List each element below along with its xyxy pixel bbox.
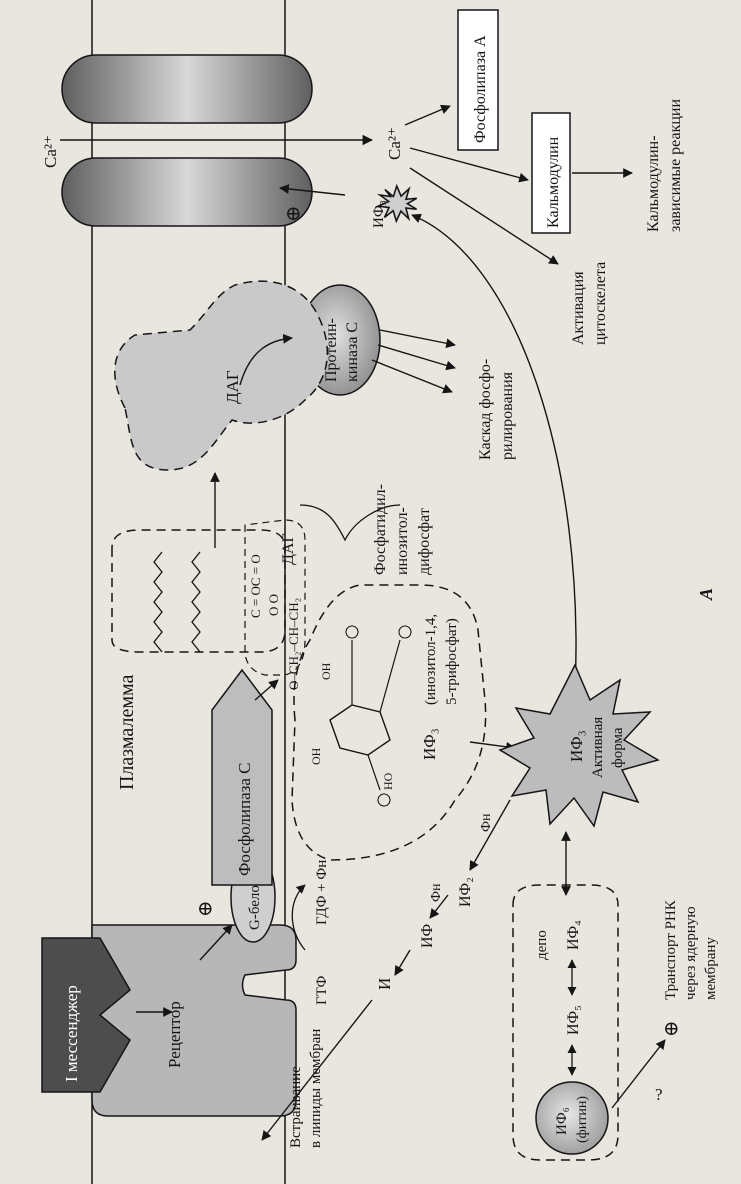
plus-sign-g: ⊕ <box>197 898 214 920</box>
protein-kinase-c-line2: киназа С <box>344 322 361 382</box>
ip3-molecule-name-line1: (инозитол-1,4, <box>423 614 439 705</box>
phosphate-ho: HO <box>381 772 395 790</box>
active-form-line2: форма <box>610 727 626 768</box>
g-protein-label: G-белок <box>247 877 263 930</box>
kinase-arrow-3 <box>371 359 453 394</box>
phosphate-group-2 <box>398 625 412 639</box>
protein-kinase-c-line1: Протеин- <box>323 318 340 382</box>
dag-blob <box>114 280 328 471</box>
calcium-label-in: Ca²⁺ <box>41 135 60 168</box>
cytoskeleton-line2: цитоскелета <box>592 262 609 345</box>
ip3-star-small <box>375 183 418 224</box>
lipids-line1: Встраивание <box>288 1066 304 1148</box>
dag-side-label: ДАГ <box>280 533 297 565</box>
phosphate-link-2 <box>379 639 401 713</box>
lipids-line2: в липиды мембран <box>308 1029 324 1148</box>
cascade-line1: Каскад фосфо- <box>477 359 494 460</box>
plus-sign-channel: ⊕ <box>285 203 302 225</box>
pi-label-2: Фн <box>429 883 444 902</box>
phytin-to-rna-arrow <box>611 1039 666 1109</box>
calcium-channel-lower <box>61 157 313 227</box>
glycerol-line2: O O <box>266 594 281 616</box>
inositol-label: И <box>375 978 394 990</box>
ip3-active-label: ИФ₃ <box>567 730 586 762</box>
phosphate-link-3 <box>367 754 381 791</box>
ip4-label: ИФ₄ <box>565 920 582 950</box>
cascade-line2: рилирования <box>499 371 516 460</box>
ip3-to-channel-arrow <box>279 184 346 196</box>
ip6-phytin-bubble <box>535 1081 609 1155</box>
ca-to-cytoskeleton-arrow <box>409 167 559 265</box>
dag-to-kinase-curve <box>239 333 293 386</box>
receptor-to-g-arrow <box>199 924 233 961</box>
gtp-label: ГТФ <box>314 975 330 1005</box>
phospholipase-a-box <box>457 9 499 151</box>
depot-label: депо <box>534 930 550 960</box>
phosphate-oh-2: OH <box>309 747 323 765</box>
active-to-ip2-arrow <box>469 799 511 871</box>
gdp-pi-label: ГДФ + Фн <box>314 860 330 925</box>
receptor-label: Рецептор <box>165 1001 184 1068</box>
fatty-acid-chain-1 <box>153 551 163 653</box>
phosphate-oh-1: OH <box>319 662 333 680</box>
calmodulin-reactions-line2: зависимые реакции <box>667 99 684 232</box>
ip2-to-ip1-arrow <box>429 894 449 919</box>
phospholipase-c-shape <box>211 668 273 886</box>
rna-transport-line1: Транспорт РНК <box>663 899 679 1000</box>
messenger-label: I мессенджер <box>62 985 81 1082</box>
pip2-line3: дифосфат <box>416 508 433 575</box>
phytin-label: (фитин) <box>575 1096 590 1143</box>
active-form-line1: Активная <box>590 717 606 778</box>
pip2-line2: инозитол- <box>394 507 411 575</box>
ip2-label: ИФ₂ <box>457 877 474 907</box>
calmodulin-label: Кальмодулин <box>545 136 562 228</box>
ip1-label: ИФ <box>419 924 436 948</box>
pi-label-1: Фн <box>479 813 494 832</box>
question-mark: ? <box>655 1085 663 1104</box>
pip2-line1: Фосфатидил- <box>372 484 389 575</box>
plus-sign-rna: ⊕ <box>663 1018 680 1040</box>
dag-top-label: ДАГ <box>223 370 242 404</box>
glycerol-line3: O–CH₂–CH–CH₂ <box>286 598 301 690</box>
ip3-molecule-label: ИФ₃ <box>420 728 439 760</box>
pip2-outline <box>111 529 286 653</box>
dag-side-outline <box>244 519 306 676</box>
calcium-label-out: Ca²⁺ <box>385 127 404 160</box>
ip3-molecule-outline <box>291 584 487 861</box>
phospholipase-c-cleave-arrow <box>254 679 279 701</box>
gtp-exchange-curve <box>291 884 306 951</box>
ip3-feedback-curve <box>411 213 577 691</box>
fatty-acid-chain-2 <box>191 551 201 653</box>
messenger-block <box>41 937 131 1093</box>
rna-transport-line3: мембрану <box>703 937 719 1000</box>
calmodulin-reactions-line1: Кальмодулин- <box>645 135 662 232</box>
ip5-label: ИФ₅ <box>565 1005 582 1035</box>
receptor-shape <box>91 924 297 1117</box>
kinase-arrow-2 <box>377 344 456 371</box>
membrane-label: Плазмалемма <box>116 674 138 790</box>
calmodulin-box <box>531 112 571 234</box>
ip1-to-inositol-arrow <box>394 949 411 976</box>
ca-to-calmodulin-arrow <box>409 147 529 183</box>
ip3-star-active <box>498 663 660 828</box>
phosphate-group-1 <box>345 625 359 639</box>
kinase-arrow-1 <box>379 329 456 349</box>
ca-to-phospholipase-a-arrow <box>404 104 451 126</box>
ip6-label: ИФ₆ <box>554 1107 570 1135</box>
inositol-to-lipids-arrow <box>261 999 373 1141</box>
inositol-ring <box>329 704 391 756</box>
phosphate-group-3 <box>377 793 391 807</box>
phospholipase-c-label: Фосфолипаза C <box>235 763 254 876</box>
rna-transport-line2: через ядерную <box>683 906 699 1000</box>
pip2-brace <box>299 504 401 542</box>
glycerol-line1: C = OC = O <box>248 554 263 618</box>
ip3-star-small-label: ИФ₃ <box>371 200 387 228</box>
phospholipase-a-label: Фосфолипаза А <box>472 35 489 143</box>
ip3-molecule-name-line2: 5-трифосфат) <box>444 618 460 705</box>
calcium-channel-upper <box>61 54 313 124</box>
cytoskeleton-line1: Активация <box>570 271 587 345</box>
figure-letter: А <box>696 588 716 601</box>
